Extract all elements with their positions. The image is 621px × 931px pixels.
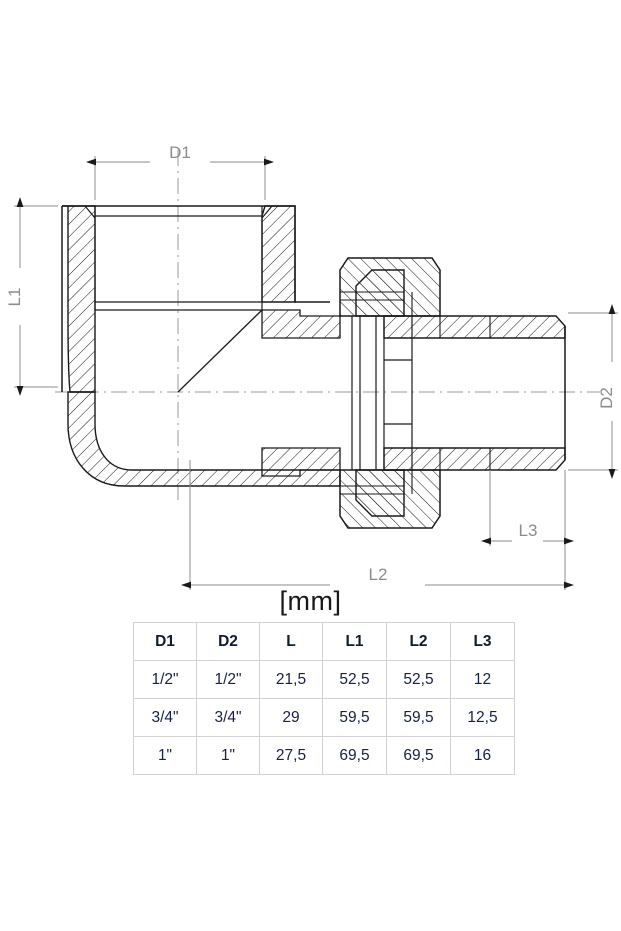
male-end-lower-wall [383,447,566,471]
centerlines [55,150,600,500]
table-header-l1: L1 [322,622,387,661]
cell-l2: 52,5 [386,660,451,699]
male-end-thread-lines [439,316,491,470]
table-body: 1/2" 1/2" 21,5 52,5 52,5 12 3/4" 3/4" 29… [133,660,515,775]
technical-drawing: D1 L1 D2 L3 L2 [5,143,618,590]
cell-l1: 59,5 [322,698,387,737]
cell-l3: 16 [450,736,515,775]
male-end-upper-wall [383,315,566,339]
dimension-d2 [568,304,618,479]
table-row: 1" 1" 27,5 69,5 69,5 16 [133,736,515,775]
cell-d2: 1" [196,736,260,775]
socket-wall-right-hatch [261,205,296,303]
dimension-l2 [181,460,574,590]
dimension-label-d1: D1 [169,143,191,162]
elbow-internal-cone [177,309,263,393]
dimension-l3 [481,470,574,546]
cell-l: 27,5 [259,736,323,775]
dimension-label-d2: D2 [597,387,616,409]
unit-label: [mm] [279,586,342,616]
cell-l1: 69,5 [322,736,387,775]
cell-d2: 1/2" [196,660,260,699]
dimension-l1 [14,197,58,396]
elbow-left-outer-wall [62,206,68,392]
socket-wall-left-hatch [62,205,96,393]
cell-l1: 52,5 [322,660,387,699]
socket-mouth-chamfers [84,205,273,219]
table-header-l3: L3 [450,622,515,661]
union-insert [351,269,413,517]
table-header-l2: L2 [386,622,451,661]
cell-d1: 3/4" [133,698,197,737]
table-header-d2: D2 [196,622,260,661]
table-row: 3/4" 3/4" 29 59,5 59,5 12,5 [133,698,515,737]
dimension-label-l1: L1 [5,288,24,307]
dimension-label-l3: L3 [519,521,538,540]
elbow-run-top-wall [261,309,341,339]
table-head: D1 D2 L L1 L2 L3 [133,622,515,661]
table-row: 1/2" 1/2" 21,5 52,5 52,5 12 [133,660,515,699]
cell-l3: 12 [450,660,515,699]
union-insert-upper-flange [355,269,405,317]
male-threaded-end [383,315,566,471]
cell-l3: 12,5 [450,698,515,737]
fitting-section-drawing: D1 L1 D2 L3 L2 [5,143,618,590]
specification-table-wrapper: D1 D2 L L1 L2 L3 1/2" 1/2" 21,5 52,5 52,… [133,622,515,775]
cell-l: 21,5 [259,660,323,699]
dimension-label-l2: L2 [369,565,388,584]
cell-l: 29 [259,698,323,737]
cell-l2: 69,5 [386,736,451,775]
cell-d1: 1" [133,736,197,775]
dimension-d1 [86,156,274,200]
table-header-row: D1 D2 L L1 L2 L3 [133,622,515,661]
elbow-run-bottom-wall [261,447,341,477]
specification-table: D1 D2 L L1 L2 L3 1/2" 1/2" 21,5 52,5 52,… [133,622,515,775]
elbow-outline [62,205,330,303]
union-insert-sleeve [351,316,413,470]
elbow-body [61,205,341,487]
table-header-d1: D1 [133,622,197,661]
table-header-l: L [259,622,323,661]
cell-l2: 59,5 [386,698,451,737]
female-socket-bore [94,206,263,311]
cell-d2: 3/4" [196,698,260,737]
cell-d1: 1/2" [133,660,197,699]
